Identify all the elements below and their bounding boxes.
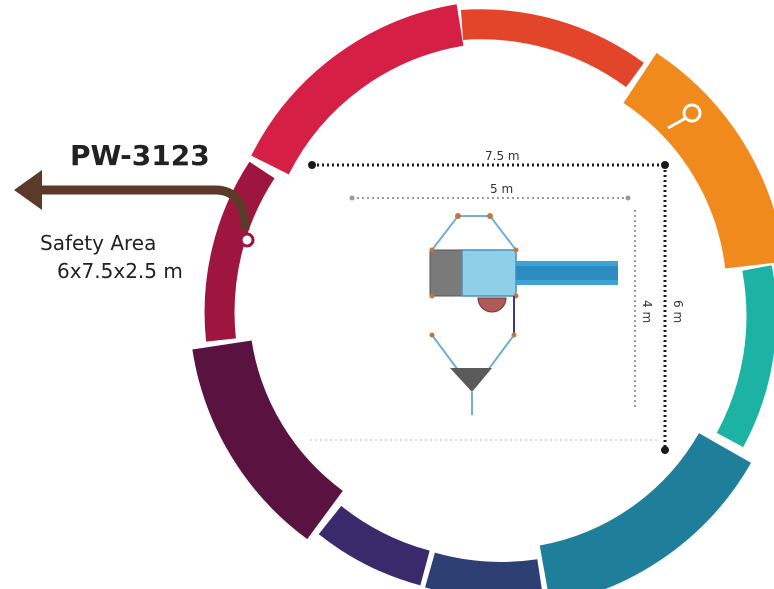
deck — [461, 249, 517, 297]
safety-area-label: Safety Area — [40, 231, 156, 255]
ring-segment-orange — [623, 52, 774, 270]
ring-segment-plum — [192, 339, 344, 540]
ring-segment-indigo — [318, 505, 431, 586]
dimension-lines: 7.5 m 5 m 6 m 4 m — [308, 149, 685, 454]
inner-width-label: 5 m — [490, 182, 513, 196]
grey-panel — [429, 249, 463, 297]
outer-width-label: 7.5 m — [485, 149, 520, 163]
ring-segment-crimson — [204, 161, 275, 342]
ring-segment-orange-red — [460, 9, 644, 88]
ring-marker-icon — [667, 103, 702, 130]
ring-segment-red-top — [251, 4, 464, 175]
ring-segment-navy — [425, 552, 542, 589]
left-arrow-icon — [14, 170, 255, 248]
product-code: PW-3123 — [70, 139, 210, 172]
inner-depth-label: 4 m — [640, 300, 654, 323]
playground-top-view — [429, 213, 618, 415]
funnel — [450, 368, 492, 392]
ring-segment-blue — [539, 432, 752, 589]
safety-area-size: 6x7.5x2.5 m — [57, 259, 183, 283]
outer-depth-label: 6 m — [671, 300, 685, 323]
ring-segment-teal — [716, 265, 774, 448]
decorative-ring — [192, 4, 774, 589]
